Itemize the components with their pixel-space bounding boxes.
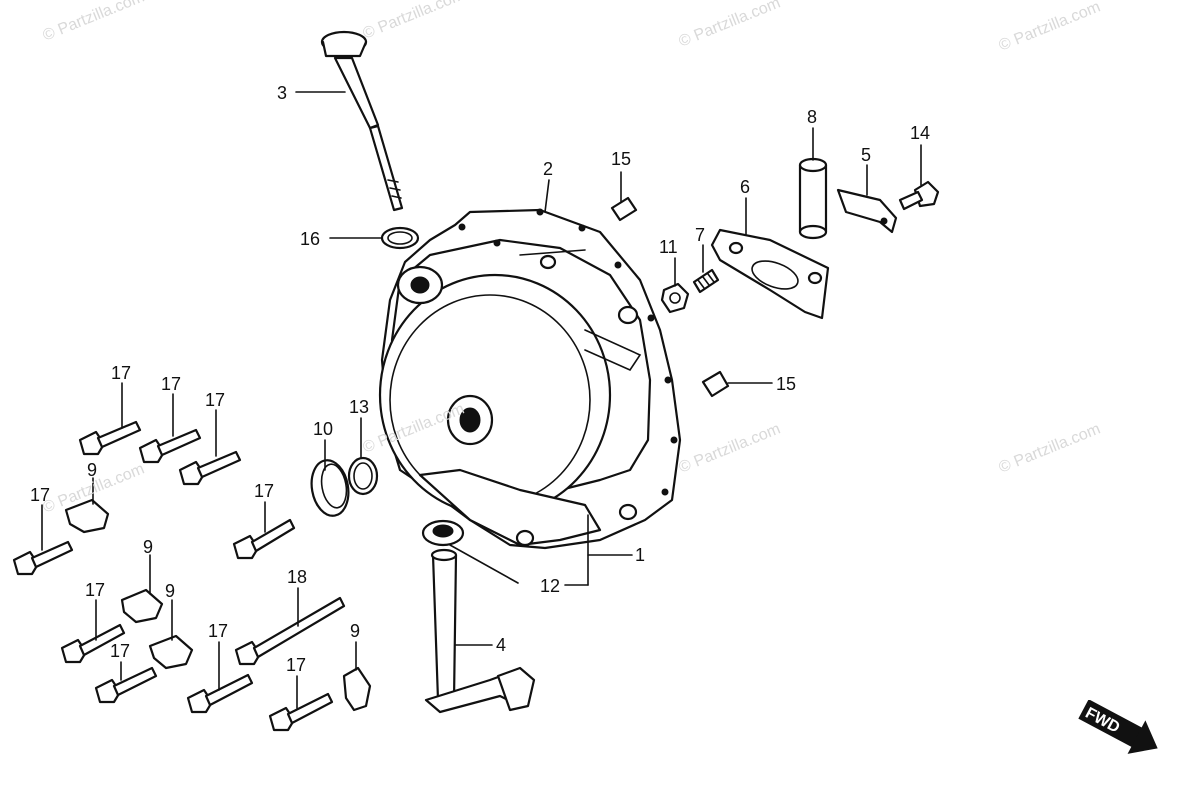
callout-17-c: 17 <box>205 390 226 410</box>
callout-17-a: 17 <box>111 363 132 383</box>
callout-18: 18 <box>287 567 308 587</box>
callout-17-b: 17 <box>161 374 182 394</box>
callout-9-c: 9 <box>165 581 176 601</box>
callout-7: 7 <box>695 225 706 245</box>
dowel-pin-part <box>610 196 730 398</box>
oil-seal-10-part <box>310 459 350 517</box>
dipstick-part <box>320 30 404 212</box>
callout-9-a: 9 <box>87 460 98 480</box>
clip-5-part <box>836 188 898 234</box>
clamp-9-part <box>64 498 372 712</box>
callout-14: 14 <box>910 123 931 143</box>
callout-6: 6 <box>740 177 751 197</box>
callout-1: 1 <box>635 545 646 565</box>
fwd-arrow: FWD <box>1076 699 1166 760</box>
callout-17-g: 17 <box>110 641 131 661</box>
bolt-14-part <box>898 180 940 211</box>
callout-17-h: 17 <box>208 621 229 641</box>
nut-11-part <box>660 282 690 314</box>
callout-12: 12 <box>540 576 561 596</box>
callout-17-e: 17 <box>254 481 275 501</box>
callout-4: 4 <box>496 635 507 655</box>
pin-8-part <box>798 157 828 240</box>
callout-17-f: 17 <box>85 580 106 600</box>
callout-10: 10 <box>313 419 334 439</box>
callout-2: 2 <box>543 159 554 179</box>
bolt-17-part <box>12 420 334 732</box>
callout-13: 13 <box>349 397 370 417</box>
shaft-4-part <box>424 548 536 714</box>
callout-16: 16 <box>300 229 321 249</box>
seal-12-part <box>421 519 465 547</box>
callout-11: 11 <box>659 237 678 257</box>
callout-8: 8 <box>807 107 818 127</box>
callout-5: 5 <box>861 145 872 165</box>
callout-15-lower: 15 <box>776 374 797 394</box>
leader-lines <box>41 91 922 709</box>
plate-6-part <box>710 228 830 320</box>
callout-3: 3 <box>277 83 288 103</box>
callout-17-d: 17 <box>30 485 51 505</box>
stud-7-part <box>692 268 720 294</box>
callout-9-d: 9 <box>350 621 361 641</box>
crankcase-cover-part <box>378 208 682 550</box>
fwd-arrow-icon: FWD <box>1078 699 1158 754</box>
callout-9-b: 9 <box>143 537 154 557</box>
bolt-18-part <box>234 596 346 666</box>
callout-17-i: 17 <box>286 655 307 675</box>
callout-15: 15 <box>611 149 632 169</box>
